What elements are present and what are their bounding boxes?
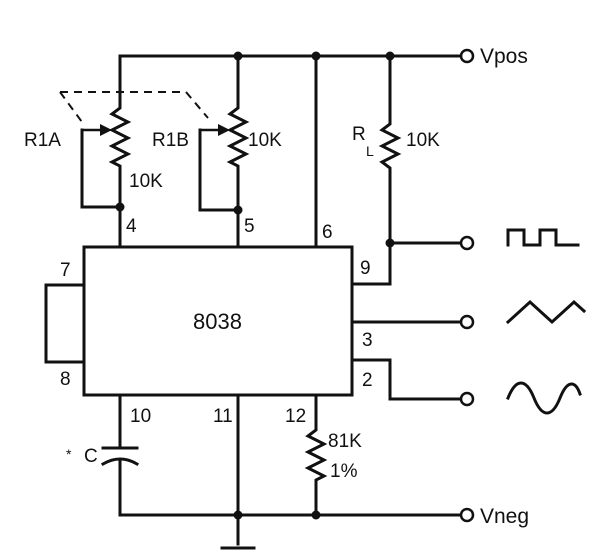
rl-value: 10K [406, 130, 440, 151]
wiper-arrow-icon [100, 124, 112, 136]
capacitor-label: C [84, 446, 98, 467]
capacitor-marker: * [66, 446, 72, 462]
pin-2-label: 2 [362, 370, 373, 391]
rl-subscript: L [366, 143, 374, 159]
chip-label: 8038 [193, 309, 242, 334]
pin-3-label: 3 [362, 330, 373, 351]
pin-11-label: 11 [213, 406, 233, 427]
pin-6-label: 6 [322, 222, 333, 243]
wiper-arrow-icon [218, 124, 230, 136]
r1a-value: 10K [129, 171, 163, 192]
resistor-rl [350, 116, 475, 286]
r12-tolerance: 1% [330, 461, 358, 482]
r1a-name: R1A [24, 130, 61, 151]
junction-dot [311, 51, 321, 61]
pin-10-label: 10 [130, 406, 151, 427]
triangle-output-terminal [459, 314, 475, 330]
pin-4-label: 4 [126, 216, 137, 237]
vpos-terminal [459, 48, 475, 64]
junction-dot [385, 51, 395, 61]
chip-body [82, 245, 354, 397]
square-output-terminal [459, 235, 475, 251]
capacitor-c [100, 393, 140, 517]
pin7-pin8-link [44, 283, 86, 364]
potentiometer-r1b [198, 96, 250, 249]
pin-8-label: 8 [60, 369, 71, 390]
pin-7-label: 7 [60, 260, 71, 281]
square-wave-icon [506, 228, 580, 247]
gang-link [60, 91, 209, 119]
vpos-label: Vpos [480, 45, 528, 68]
rl-name: R [352, 124, 366, 145]
sine-output-terminal [459, 391, 475, 407]
r1b-value: 10K [248, 130, 282, 151]
vneg-terminal [459, 507, 475, 523]
vpos-rail [118, 48, 475, 249]
vneg-rail [118, 507, 475, 523]
r12-value: 81K [328, 431, 362, 452]
pin-9-label: 9 [360, 258, 371, 279]
potentiometer-r1a [80, 96, 132, 249]
vneg-label: Vneg [480, 505, 529, 528]
junction-dot [233, 51, 243, 61]
pin-5-label: 5 [244, 216, 255, 237]
triangle-wave-icon [505, 299, 587, 325]
resistor-81k [304, 393, 328, 517]
sine-wave-icon [506, 381, 582, 415]
pin-12-label: 12 [285, 406, 306, 427]
r1b-name: R1B [152, 130, 189, 151]
sine-output-wire [350, 358, 464, 401]
